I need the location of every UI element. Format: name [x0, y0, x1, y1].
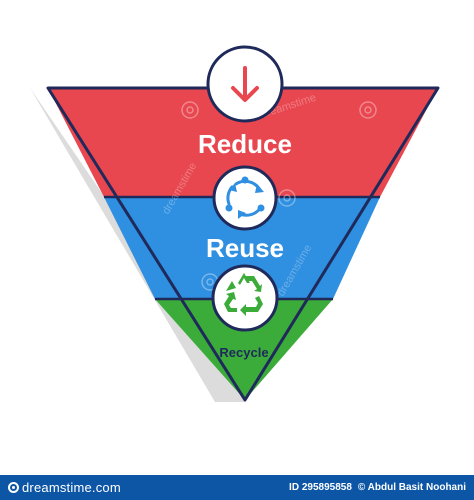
reuse-icon-badge — [212, 165, 278, 231]
watermark-marks — [181, 101, 377, 297]
down-arrow-icon — [231, 66, 259, 102]
footer-meta: ID 295895858 © Abdul Basit Noohani — [289, 482, 466, 493]
footer-brand[interactable]: dreamstime.com — [8, 480, 121, 495]
tier-label-recycle: Recycle — [219, 345, 268, 360]
dreamstime-logo-icon — [8, 482, 19, 493]
tier-reuse-band — [104, 197, 380, 299]
tier-label-reduce: Reduce — [198, 129, 292, 159]
tier-reduce-band — [48, 88, 438, 197]
recycle-icon — [224, 273, 263, 316]
footer-author[interactable]: © Abdul Basit Noohani — [357, 482, 466, 493]
tier-label-reuse: Reuse — [206, 233, 284, 263]
tier-recycle-band — [155, 299, 333, 400]
reduce-reuse-recycle-diagram: dreamstime dreamstime dreamstime Reduce … — [30, 45, 440, 402]
footer-brand-text: dreamstime.com — [22, 480, 121, 495]
circular-arrows-icon — [225, 176, 265, 219]
reduce-icon-badge — [206, 45, 284, 123]
footer-image-id: ID 295895858 — [289, 482, 352, 493]
stock-footer-bar: dreamstime.com ID 295895858 © Abdul Basi… — [0, 475, 474, 500]
recycle-icon-badge — [211, 264, 279, 332]
